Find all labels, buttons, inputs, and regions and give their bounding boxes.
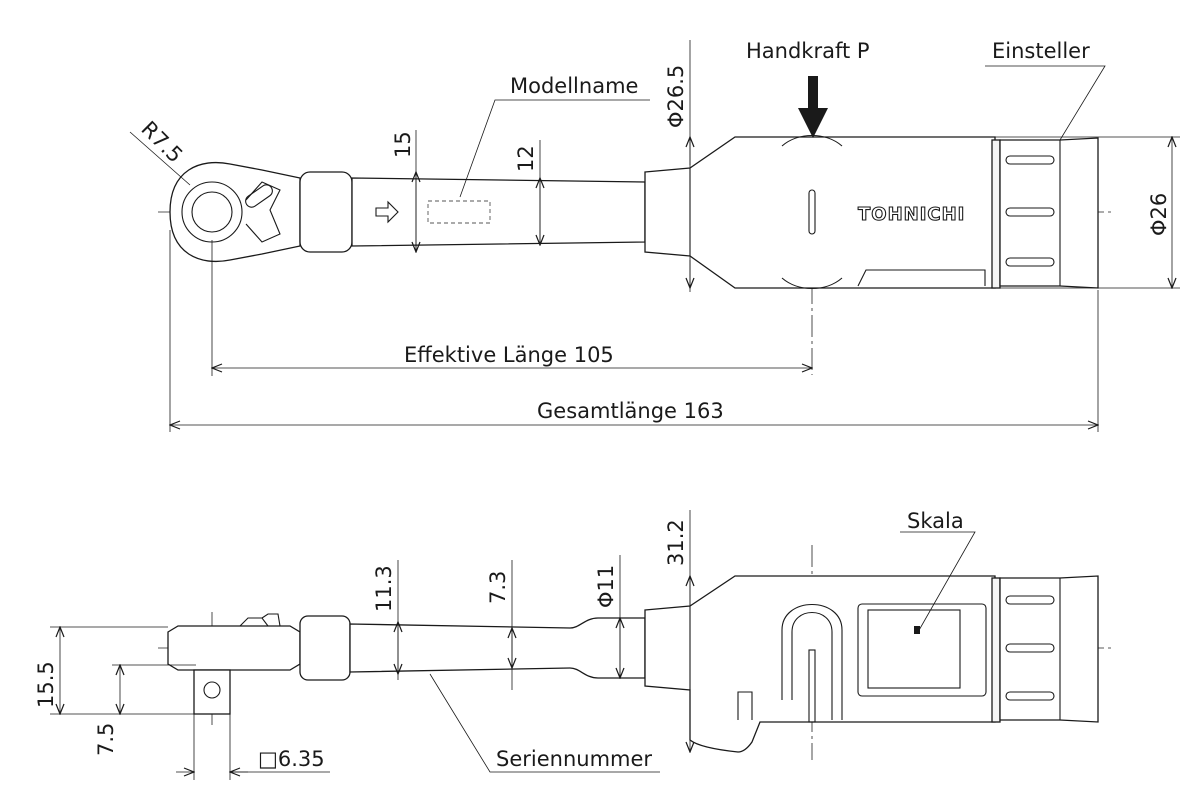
- dim-adjuster-dia: Φ26: [1147, 193, 1171, 236]
- top-view: TOHNICHI: [129, 39, 1180, 432]
- ratchet-head-top: [169, 161, 301, 263]
- dim-15-5: 15.5: [34, 661, 58, 708]
- label-modellname: Modellname: [510, 74, 638, 98]
- dim-phi11: Φ11: [594, 565, 618, 608]
- dim-7-3: 7.3: [486, 571, 510, 604]
- adjuster-top: [991, 137, 1099, 289]
- model-name-area: [427, 200, 491, 224]
- side-view: Skala Seriennummer □6.35 11.3 7.3 Φ11 31…: [34, 509, 1112, 780]
- collar-top: [299, 171, 353, 253]
- label-handkraft: Handkraft P: [746, 39, 870, 63]
- dim-grip-dia: Φ26.5: [664, 65, 688, 128]
- brand-logo: TOHNICHI: [858, 204, 965, 225]
- grip-top: TOHNICHI: [644, 135, 996, 289]
- dim-shaft-width: 12: [514, 145, 538, 172]
- grip-side: [644, 575, 996, 753]
- label-gesamtlaenge: Gesamtlänge 163: [537, 399, 724, 423]
- dim-7-5: 7.5: [94, 723, 118, 756]
- shaft-side: [349, 617, 646, 679]
- force-arrow: [798, 76, 828, 138]
- label-skala: Skala: [907, 509, 964, 533]
- dim-31-2: 31.2: [664, 519, 688, 566]
- label-effektive-laenge: Effektive Länge 105: [404, 343, 614, 367]
- label-einsteller: Einsteller: [992, 39, 1090, 63]
- adjuster-side: [991, 575, 1099, 723]
- dim-head-width: 15: [391, 131, 415, 158]
- dim-square-drive: □6.35: [258, 747, 325, 771]
- ratchet-head-side: [167, 613, 301, 715]
- dim-11-3: 11.3: [372, 565, 396, 612]
- shaft-top: [351, 177, 646, 247]
- label-seriennummer: Seriennummer: [496, 747, 652, 771]
- collar-side: [299, 615, 351, 681]
